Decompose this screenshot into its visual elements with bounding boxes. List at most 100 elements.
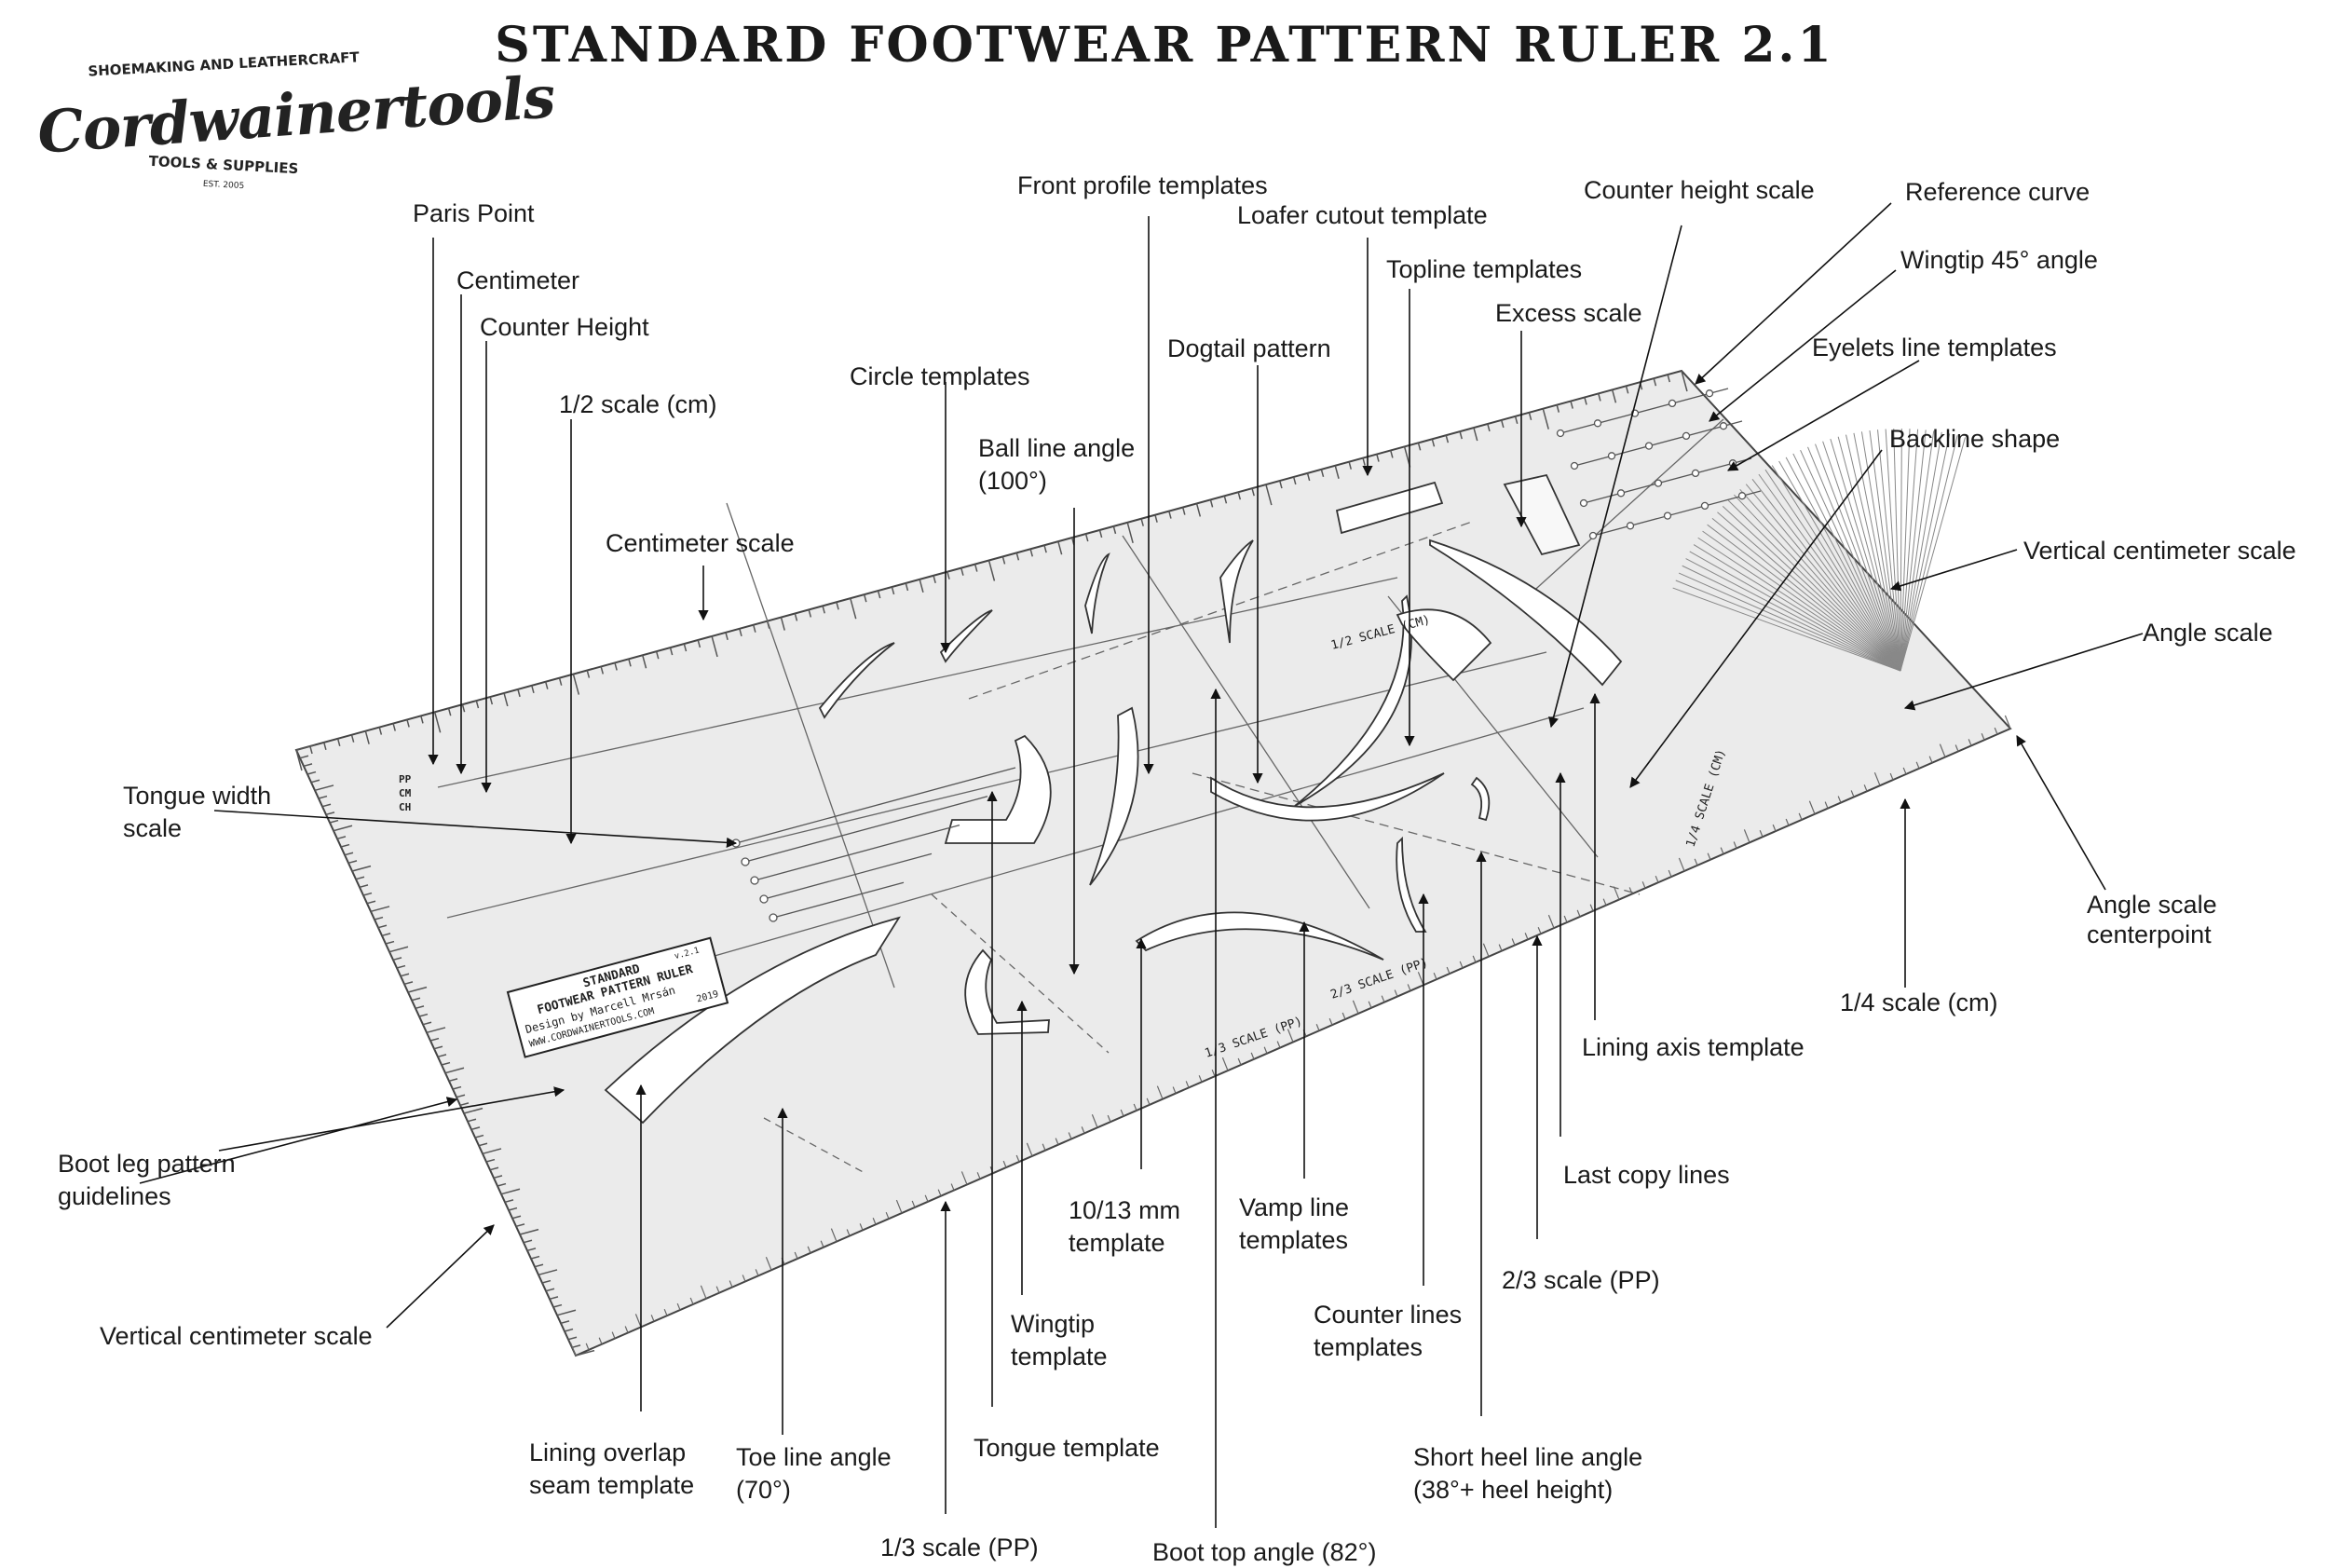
loafer-cutout-template	[1335, 481, 1444, 535]
centimeter-tick	[1611, 389, 1617, 403]
vertical-scale-tick	[306, 770, 317, 775]
angle-scale-ray	[1900, 429, 1927, 672]
circle-template-3	[1084, 552, 1110, 634]
centimeter-tick	[794, 613, 798, 621]
vertical-scale-tick	[329, 819, 339, 824]
vertical-scale-tick	[310, 779, 320, 784]
label-topline-templates: Topline templates	[1386, 255, 1582, 283]
centimeter-tick	[544, 681, 549, 689]
centimeter-tick	[1431, 439, 1436, 447]
centimeter-tick	[863, 593, 867, 603]
label-circle-templates: Circle templates	[850, 362, 1030, 390]
angle-scale-ray	[1751, 478, 1901, 672]
vertical-scale-tick	[556, 1309, 577, 1316]
label-ten-thirteen-mm-2: template	[1069, 1229, 1165, 1257]
bottom-scale-ticks	[569, 715, 2011, 1357]
cm-row-label: CM	[399, 787, 412, 799]
angle-scale-ray	[1771, 465, 1901, 672]
bottom-scale-tick	[765, 1257, 772, 1271]
bottom-scale-tick	[1939, 743, 1946, 757]
centimeter-tick	[1514, 416, 1519, 425]
vertical-scale-tick	[441, 1061, 451, 1066]
vertical-scale-tick	[362, 892, 373, 896]
vamp-line-template	[1135, 911, 1384, 961]
eyelet-dot	[1556, 429, 1565, 438]
label-boot-top-angle: Boot top angle (82°)	[1152, 1538, 1376, 1566]
bottom-scale-tick	[1091, 1114, 1098, 1128]
vertical-scale-tick	[474, 1134, 484, 1139]
bottom-scale-tick	[1263, 1046, 1268, 1054]
vertical-scale-tick	[444, 1067, 465, 1074]
vertical-scale-tick	[422, 1021, 432, 1026]
label-angle-scale-centerpoint-1: Angle scale	[2087, 891, 2217, 919]
bottom-scale-tick	[1381, 995, 1385, 1002]
vertical-scale-tick	[564, 1328, 574, 1332]
vertical-scale-tick	[552, 1303, 563, 1308]
bottom-scale-tick	[1954, 744, 1959, 752]
bottom-scale-tick	[1915, 761, 1920, 770]
bottom-scale-tick	[1407, 984, 1411, 991]
bottom-scale-tick	[585, 1343, 590, 1351]
angle-scale-ray	[1900, 435, 1958, 672]
label-excess-scale: Excess scale	[1495, 299, 1642, 327]
vertical-scale-tick	[303, 763, 313, 768]
bottom-scale-tick	[1433, 972, 1437, 980]
label-vamp-line-templates-2: templates	[1239, 1226, 1348, 1254]
vertical-scale-tick	[459, 1102, 470, 1107]
angle-scale-ray	[1893, 429, 1901, 672]
centimeter-tick	[1390, 450, 1394, 458]
bottom-scale-tick	[1342, 1012, 1346, 1020]
angle-scale-ray	[1877, 429, 1901, 672]
bottom-scale-tick	[1237, 1057, 1242, 1066]
label-centimeter: Centimeter	[456, 266, 579, 294]
bottom-scale-tick	[1655, 875, 1659, 883]
centimeter-tick	[1487, 423, 1491, 432]
bottom-scale-tick	[859, 1223, 864, 1231]
bottom-scale-tick	[1798, 812, 1803, 821]
angle-scale-ray	[1837, 436, 1901, 672]
eyelet-line	[1592, 490, 1762, 537]
centimeter-tick	[350, 734, 355, 743]
centimeter-tick	[947, 571, 950, 579]
eyelet-dot	[1691, 469, 1700, 478]
centimeter-tick	[905, 582, 909, 592]
centimeter-tick	[1154, 514, 1158, 523]
bottom-scale-tick	[1394, 989, 1398, 997]
centimeter-tick	[1098, 529, 1103, 539]
bottom-scale-tick	[1068, 1132, 1072, 1139]
vertical-scale-tick	[549, 1296, 559, 1301]
centimeter-tick	[1126, 522, 1134, 543]
bottom-scale-tick	[895, 1199, 903, 1214]
centimeter-tick	[1265, 484, 1273, 506]
vertical-scale-tick	[415, 1005, 425, 1010]
label-lining-overlap-2: seam template	[529, 1471, 694, 1499]
eyelet-dot	[1682, 431, 1691, 441]
centimeter-tick	[1320, 469, 1325, 478]
angle-scale-ray	[1675, 579, 1901, 672]
angle-scale-ray	[1900, 430, 1935, 672]
label-loafer-cutout-template: Loafer cutout template	[1237, 201, 1488, 229]
label-dogtail-pattern: Dogtail pattern	[1167, 334, 1331, 362]
vertical-scale-tick	[411, 997, 421, 1002]
vertical-scale-tick	[355, 876, 365, 880]
bottom-scale-tick	[1482, 943, 1490, 957]
bottom-scale-tick	[1641, 881, 1646, 889]
label-toe-line-angle: Toe line angle	[736, 1443, 892, 1471]
vertical-scale-tick	[437, 1054, 447, 1058]
bottom-scale-tick	[700, 1285, 707, 1300]
callout-labels: Paris Point Centimeter Counter Height 1/…	[58, 171, 2296, 1566]
centimeter-tick	[1625, 386, 1629, 394]
centimeter-tick	[378, 727, 383, 735]
bottom-scale-tick	[1221, 1057, 1229, 1071]
bottom-scale-tick	[1287, 1029, 1294, 1043]
bottom-scale-tick	[1120, 1109, 1124, 1117]
bottom-scale-tick	[911, 1200, 916, 1208]
centimeter-tick	[600, 666, 605, 675]
bottom-scale-tick	[846, 1229, 851, 1236]
bottom-scale-tick	[598, 1337, 603, 1344]
circle-template-4	[1219, 539, 1254, 644]
centimeter-tick	[489, 696, 494, 705]
label-eyelets-line-templates: Eyelets line templates	[1812, 334, 2057, 361]
vertical-scale-tick	[403, 981, 414, 986]
centimeter-tick	[336, 738, 341, 746]
